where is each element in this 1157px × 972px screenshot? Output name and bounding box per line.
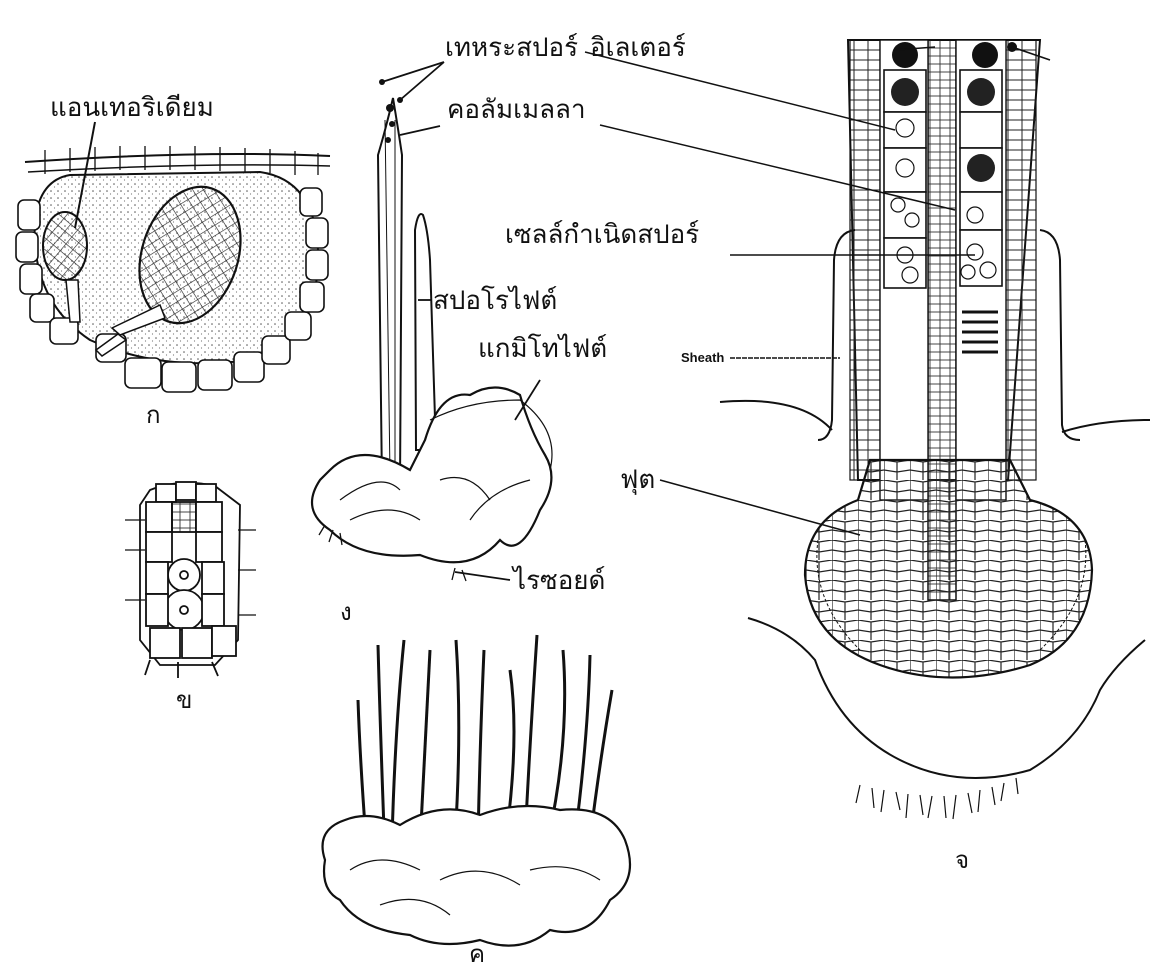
label-elaters: เทหระสปอร์ — [445, 35, 578, 61]
panel-label-b: ข — [176, 688, 192, 712]
label-antheridium: แอนเทอริเดียม — [50, 95, 214, 121]
label-sheath: Sheath — [681, 351, 724, 364]
label-foot: ฟุต — [620, 467, 655, 493]
panel-c-colony — [323, 635, 631, 946]
label-spore-mother-cell: เซลล์กำเนิดสปอร์ — [505, 222, 699, 248]
panel-label-d: ง — [340, 600, 352, 624]
label-columella: คอลัมเมลลา — [447, 97, 586, 123]
label-gametophyte: แกมิโทไฟต์ — [478, 336, 607, 362]
label-rhizoid: ไรซอยด์ — [513, 568, 605, 594]
panel-a-antheridium-chamber — [16, 122, 330, 392]
panel-b-young-sporophyte — [125, 482, 256, 678]
panel-label-a: ก — [146, 403, 161, 427]
panel-label-c: ค — [469, 942, 485, 966]
label-elater-spore: อิเลเตอร์ — [590, 35, 686, 61]
panel-d-plant — [312, 62, 552, 581]
panel-label-e: จ — [955, 848, 969, 872]
label-sporophyte: สปอโรไฟต์ — [433, 288, 557, 314]
